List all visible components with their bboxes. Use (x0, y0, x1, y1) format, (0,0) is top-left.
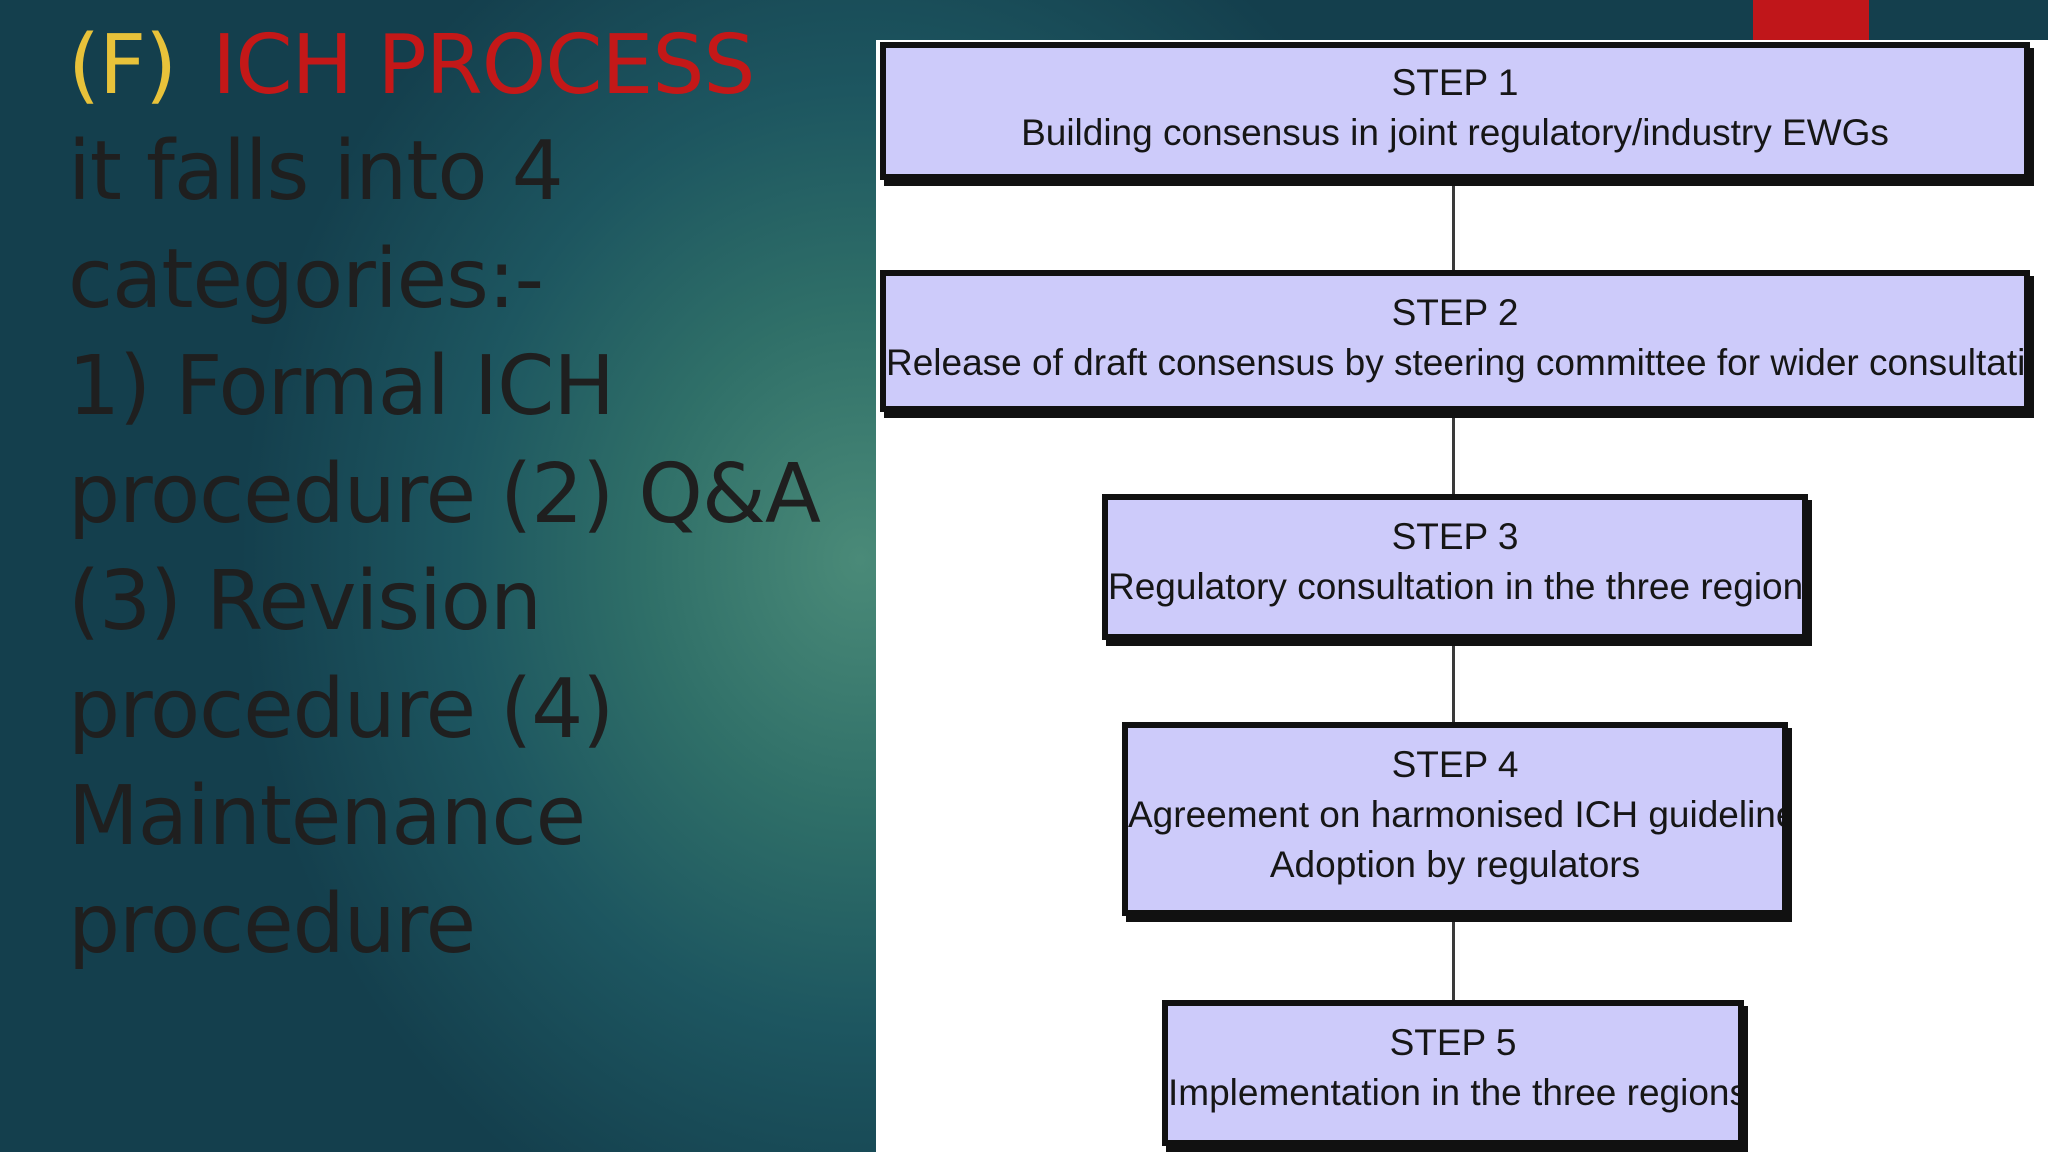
step-description: Building consensus in joint regulatory/i… (1021, 112, 1889, 153)
body-line: procedure (68, 876, 476, 972)
body-line: procedure (2) Q&A (68, 446, 821, 542)
slide-heading: (F) ICH PROCESS (68, 14, 868, 118)
step-description: Regulatory consultation in the three reg… (1108, 566, 1808, 607)
step-title: STEP 4 (1391, 744, 1519, 785)
body-line: 1) Formal ICH (68, 339, 615, 434)
step-box-1: STEP 1 Building consensus in joint regul… (880, 42, 2030, 180)
body-line: (3) Revision (68, 554, 542, 649)
body-line: Maintenance (68, 769, 586, 864)
body-line: it falls into 4 (68, 124, 564, 219)
step-description: Adoption by regulators (1269, 844, 1641, 885)
step-description: Implementation in the three regions (1168, 1072, 1744, 1113)
step-title: STEP 3 (1391, 516, 1519, 557)
heading-prefix: (F) (68, 18, 177, 113)
step-description: Agreement on harmonised ICH guideline (1128, 794, 1788, 835)
accent-tab (1753, 0, 1869, 40)
text-panel: (F) ICH PROCESS it falls into 4 categorie… (68, 14, 868, 978)
heading-title: ICH PROCESS (212, 18, 755, 113)
body-line: categories:- (68, 231, 544, 327)
step-description: Release of draft consensus by steering c… (886, 342, 2030, 383)
step-box-3: STEP 3 Regulatory consultation in the th… (1102, 494, 1808, 640)
ich-process-diagram: STEP 1 Building consensus in joint regul… (876, 40, 2048, 1152)
step-box-2: STEP 2 Release of draft consensus by ste… (880, 270, 2030, 412)
body-line: procedure (4) (68, 661, 614, 757)
step-box-4: STEP 4 Agreement on harmonised ICH guide… (1122, 722, 1788, 916)
step-title: STEP 2 (1391, 292, 1519, 333)
step-title: STEP 1 (1391, 62, 1519, 103)
step-title: STEP 5 (1389, 1022, 1517, 1063)
step-box-5: STEP 5 Implementation in the three regio… (1162, 1000, 1744, 1146)
